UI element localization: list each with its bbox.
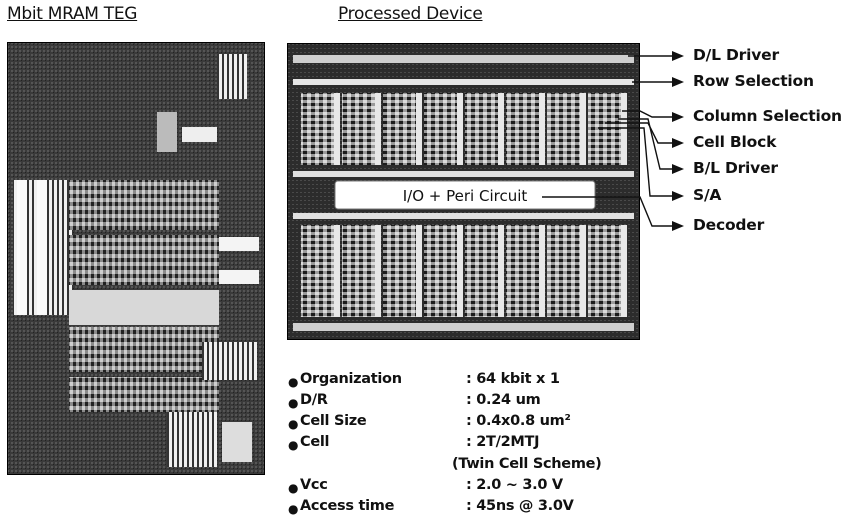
cell-block-array — [547, 93, 580, 165]
spec-label-organization: Organization — [300, 371, 402, 387]
spec-label-cell-size: Cell Size — [300, 413, 366, 429]
spec-label-cell: Cell — [300, 434, 329, 450]
spec-value-dr: : 0.24 um — [466, 392, 540, 408]
spec-bullet: ● — [288, 396, 298, 410]
spec-bullet: ● — [288, 481, 298, 495]
processed-device-die-photo: I/O + Peri Circuit — [287, 43, 640, 340]
driver-strip — [416, 93, 422, 165]
driver-strip — [457, 93, 463, 165]
callout-row-selection: Row Selection — [693, 72, 814, 90]
spec-bullet: ● — [288, 417, 298, 431]
spec-value-cell-size: : 0.4x0.8 um² — [466, 413, 571, 429]
driver-strip — [580, 93, 586, 165]
cell-block-array — [301, 93, 334, 165]
spec-label-dr: D/R — [300, 392, 328, 408]
spec-label-access-time: Access time — [300, 498, 394, 514]
right-title: Processed Device — [338, 4, 482, 24]
driver-strip — [621, 225, 627, 317]
spec-bullet: ● — [288, 375, 298, 389]
spec-bullet: ● — [288, 438, 298, 452]
callout-dl-driver: D/L Driver — [693, 46, 779, 64]
driver-strip — [539, 93, 545, 165]
driver-strip — [334, 93, 340, 165]
cell-block-array — [383, 93, 416, 165]
spec-value-access-time: : 45ns @ 3.0V — [466, 498, 574, 514]
left-title: Mbit MRAM TEG — [7, 4, 137, 24]
cell-block-array — [465, 225, 498, 317]
mram-teg-die-photo — [7, 42, 265, 475]
io-peri-circuit-label: I/O + Peri Circuit — [403, 187, 528, 205]
cell-block-array — [547, 225, 580, 317]
cell-block-array — [588, 225, 621, 317]
driver-strip — [498, 225, 504, 317]
cell-block-array — [506, 93, 539, 165]
driver-strip — [416, 225, 422, 317]
driver-strip — [375, 93, 381, 165]
spec-label-vcc: Vcc — [300, 477, 328, 493]
cell-block-array — [342, 225, 375, 317]
callout-bl-driver: B/L Driver — [693, 159, 778, 177]
driver-strip — [375, 225, 381, 317]
cell-block-array — [301, 225, 334, 317]
spec-value-organization: : 64 kbit x 1 — [466, 371, 560, 387]
callout-decoder: Decoder — [693, 216, 764, 234]
spec-bullet: ● — [288, 502, 298, 516]
driver-strip — [621, 93, 627, 165]
cell-block-array — [465, 93, 498, 165]
cell-block-array — [383, 225, 416, 317]
callout-column-selection: Column Selection — [693, 107, 842, 125]
cell-block-array — [342, 93, 375, 165]
driver-strip — [457, 225, 463, 317]
driver-strip — [334, 225, 340, 317]
cell-block-array — [506, 225, 539, 317]
cell-block-array — [424, 225, 457, 317]
callout-sa: S/A — [693, 186, 721, 204]
cell-block-array — [588, 93, 621, 165]
driver-strip — [539, 225, 545, 317]
driver-strip — [498, 93, 504, 165]
spec-value-twin-cell-scheme: (Twin Cell Scheme) — [452, 456, 602, 472]
cell-block-array — [424, 93, 457, 165]
driver-strip — [580, 225, 586, 317]
callout-cell-block: Cell Block — [693, 133, 776, 151]
spec-value-vcc: : 2.0 ~ 3.0 V — [466, 477, 563, 493]
spec-value-cell: : 2T/2MTJ — [466, 434, 539, 450]
